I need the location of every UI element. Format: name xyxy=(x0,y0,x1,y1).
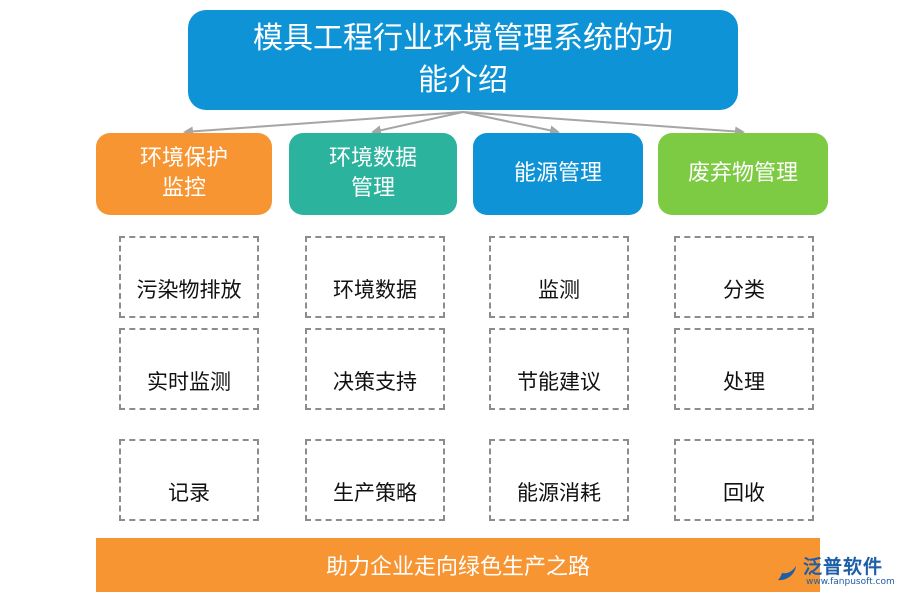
arrow-to-category-3 xyxy=(462,111,560,136)
arrow-to-category-1 xyxy=(183,111,464,137)
item-box: 生产策略 xyxy=(305,439,445,521)
item-box: 节能建议 xyxy=(489,328,629,410)
category-environment-data: 环境数据管理 xyxy=(289,133,457,215)
category-label: 废弃物管理 xyxy=(687,161,798,186)
arrow-to-category-4 xyxy=(462,111,745,137)
footer-banner: 助力企业走向绿色生产之路 xyxy=(96,538,820,592)
diagram-title: 模具工程行业环境管理系统的功能介绍 xyxy=(253,21,673,98)
item-label: 处理 xyxy=(723,370,765,394)
logo-name: 泛普软件 xyxy=(803,556,884,578)
item-label: 监测 xyxy=(538,278,580,302)
item-label: 节能建议 xyxy=(517,370,601,394)
item-box: 处理 xyxy=(674,328,814,410)
item-label: 实时监测 xyxy=(147,370,231,394)
item-label: 回收 xyxy=(723,481,765,505)
category-waste-management: 废弃物管理 xyxy=(658,133,828,215)
item-box: 记录 xyxy=(119,439,259,521)
item-box: 污染物排放 xyxy=(119,236,259,318)
category-label: 环境数据管理 xyxy=(328,146,417,201)
item-box: 实时监测 xyxy=(119,328,259,410)
item-box: 监测 xyxy=(489,236,629,318)
item-label: 污染物排放 xyxy=(136,278,242,302)
category-label: 能源管理 xyxy=(513,161,602,186)
footer-text: 助力企业走向绿色生产之路 xyxy=(325,555,590,580)
item-label: 能源消耗 xyxy=(517,481,601,505)
item-box: 分类 xyxy=(674,236,814,318)
category-label: 环境保护监控 xyxy=(139,146,228,201)
item-box: 能源消耗 xyxy=(489,439,629,521)
item-label: 生产策略 xyxy=(333,481,417,505)
logo-url: www.fanpusoft.com xyxy=(806,577,895,587)
item-box: 回收 xyxy=(674,439,814,521)
item-label: 环境数据 xyxy=(333,278,417,302)
brand-logo: 泛普软件 www.fanpusoft.com xyxy=(770,550,895,594)
category-environment-monitoring: 环境保护监控 xyxy=(96,133,272,215)
category-energy-management: 能源管理 xyxy=(473,133,643,215)
logo-mark-icon xyxy=(773,558,796,581)
item-label: 决策支持 xyxy=(333,370,417,394)
arrow-to-category-2 xyxy=(371,111,464,136)
item-label: 记录 xyxy=(168,481,210,505)
item-box: 环境数据 xyxy=(305,236,445,318)
item-box: 决策支持 xyxy=(305,328,445,410)
item-label: 分类 xyxy=(723,278,765,302)
title-box: 模具工程行业环境管理系统的功能介绍 xyxy=(188,10,738,110)
